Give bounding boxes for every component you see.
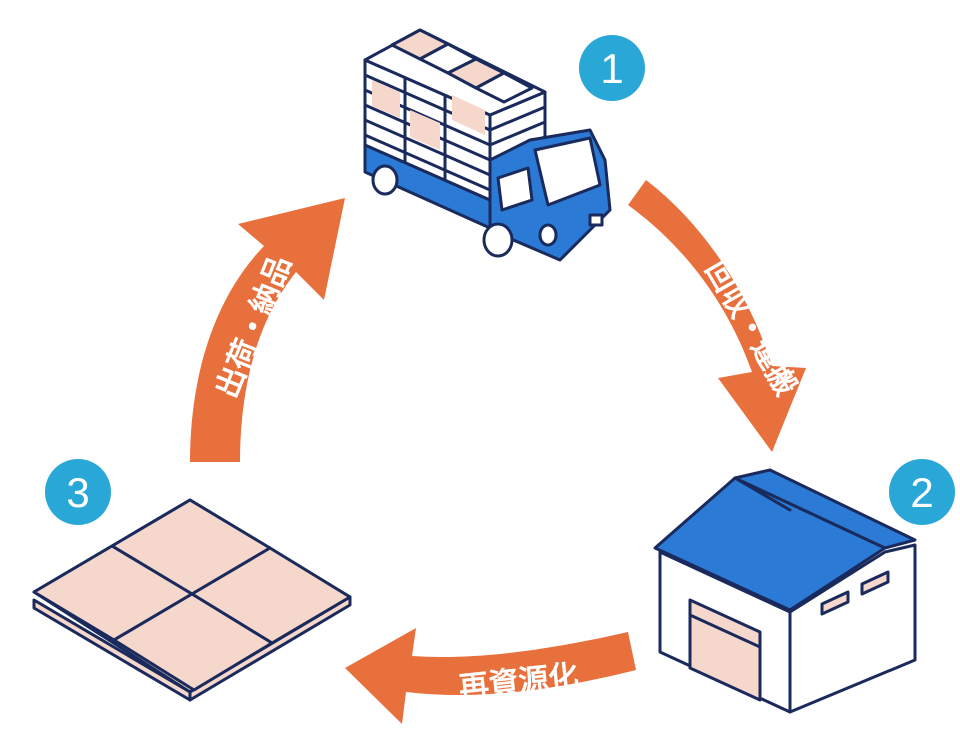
step-number-3: 3 [66, 469, 89, 516]
arrow-collect-transport: 回収・運搬 [628, 180, 806, 452]
arrow-ship-deliver: 出荷・納品 [190, 198, 345, 462]
tile-carpet-icon [32, 498, 352, 702]
factory-icon [653, 468, 917, 714]
step-number-2: 2 [910, 469, 933, 516]
arrow-recycle: 再資源化 [345, 628, 636, 724]
truck-icon [363, 28, 612, 262]
step-badge-2: 2 [889, 459, 955, 525]
step-badge-3: 3 [45, 459, 111, 525]
step-badge-1: 1 [579, 35, 645, 101]
step-number-1: 1 [600, 45, 623, 92]
